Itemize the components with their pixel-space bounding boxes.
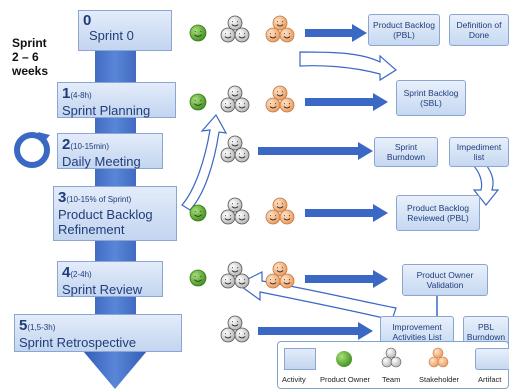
artifact-po-validation: Product Owner Validation — [402, 264, 488, 296]
arrow-to-sbl — [305, 93, 388, 111]
artifact-backlog-reviewed: Product Backlog Reviewed (PBL) — [396, 195, 480, 231]
stage-title: Sprint Review — [62, 282, 143, 297]
curved-arrow-pbl-to-planning — [299, 51, 398, 82]
stage-number: 2 — [62, 136, 71, 153]
team-icon — [220, 135, 250, 163]
curved-arrow-impediment-to-reviewed — [471, 157, 500, 206]
flow-arrows — [258, 24, 388, 340]
product-owner-icon — [189, 93, 207, 111]
arrow-to-po-validation — [305, 270, 388, 288]
legend-artifact-swatch — [475, 348, 509, 370]
stage-number: 5 — [19, 317, 28, 334]
arrow-to-pbl-reviewed — [305, 204, 388, 222]
stage-duration: (10-15min) — [70, 142, 110, 151]
stage-number: 4 — [62, 264, 71, 281]
stage-sprint-0: 0 Sprint 0 — [78, 10, 172, 51]
arrow-to-improvement — [258, 322, 373, 340]
stakeholder-icon — [265, 261, 295, 289]
loop-label: 24h — [24, 144, 40, 154]
legend-product-owner-icon — [336, 351, 352, 367]
arrow-to-pbl — [305, 24, 367, 42]
arrow-to-burndown — [258, 142, 373, 160]
product-owner-icon — [189, 204, 207, 222]
stage-duration: (10-15% of Sprint) — [66, 195, 132, 204]
daily-loop-icon — [14, 132, 50, 168]
legend-icons — [336, 347, 449, 368]
stage-daily-meeting: 2(10-15min) Daily Meeting — [57, 133, 163, 169]
legend-artifact-label: Artifact — [478, 375, 502, 384]
artifact-sprint-burndown: Sprint Burndown — [374, 137, 438, 167]
stage-sprint-retrospective: 5(1,5-3h) Sprint Retrospective — [14, 314, 182, 352]
product-owner-icon — [189, 269, 207, 287]
legend: Activity Product Owner Team Stakeholder … — [277, 341, 509, 389]
stage-title: Daily Meeting — [62, 154, 141, 169]
curved-arrow-refinement-to-planning — [181, 113, 228, 211]
team-icon — [220, 85, 250, 113]
legend-activity-label: Activity — [282, 375, 306, 384]
stage-title: Sprint Retrospective — [19, 335, 137, 350]
stakeholder-icon — [265, 15, 295, 43]
legend-team-label: Team — [382, 375, 401, 384]
product-owner-icon — [189, 24, 207, 42]
artifact-definition-of-done: Definition of Done — [449, 14, 509, 46]
artifact-product-backlog: Product Backlog (PBL) — [368, 14, 440, 46]
legend-product-owner-label: Product Owner — [320, 375, 371, 384]
stage-number: 3 — [58, 189, 67, 206]
artifact-impediment-list: Impediment list — [449, 137, 509, 167]
artifact-sprint-backlog: Sprint Backlog (SBL) — [396, 80, 466, 116]
stage-duration: (1,5-3h) — [27, 323, 56, 332]
stage-title: Product Backlog — [58, 207, 153, 222]
legend-stakeholder-icon — [428, 347, 449, 368]
team-icon — [220, 15, 250, 43]
stage-number: 0 — [83, 12, 92, 29]
legend-activity-swatch — [284, 348, 316, 370]
team-icon — [220, 197, 250, 225]
stakeholder-icon — [265, 85, 295, 113]
stage-sprint-planning: 1(4-8h) Sprint Planning — [57, 82, 176, 118]
stage-title: Sprint 0 — [89, 28, 134, 43]
stakeholder-icon — [265, 197, 295, 225]
stage-number: 1 — [62, 85, 71, 102]
legend-team-icon — [381, 347, 402, 368]
team-icon — [220, 261, 250, 289]
stage-title-line2: Refinement — [58, 222, 125, 237]
stage-backlog-refinement: 3(10-15% of Sprint) Product Backlog Refi… — [53, 186, 177, 241]
stage-duration: (4-8h) — [70, 91, 92, 100]
stage-sprint-review: 4(2-4h) Sprint Review — [57, 261, 163, 297]
stage-duration: (2-4h) — [70, 270, 92, 279]
stage-title: Sprint Planning — [62, 103, 151, 118]
team-icon — [220, 315, 250, 343]
role-icons — [189, 15, 295, 343]
legend-stakeholder-label: Stakeholder — [419, 375, 460, 384]
sprint-duration-label: Sprint 2 – 6 weeks — [12, 36, 49, 78]
